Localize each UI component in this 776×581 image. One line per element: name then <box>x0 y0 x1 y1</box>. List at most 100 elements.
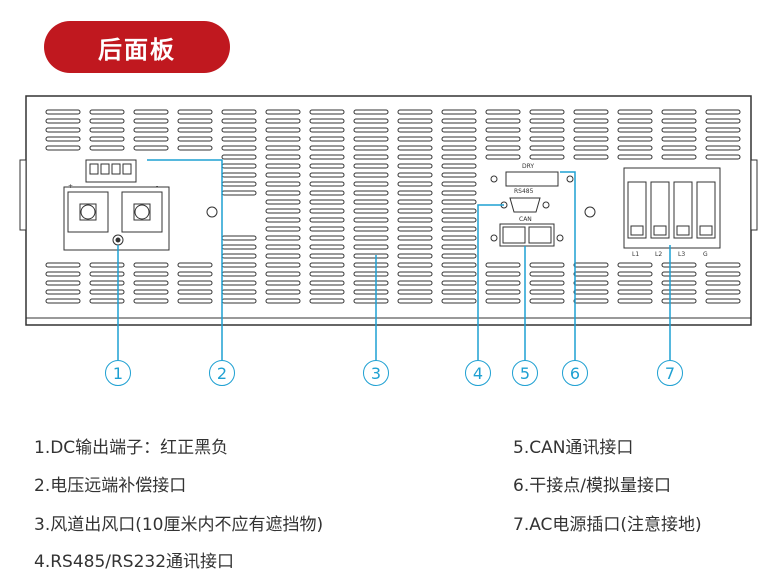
vent-slot <box>353 244 389 250</box>
vent-slot <box>573 109 609 115</box>
vent-slot <box>221 118 257 124</box>
vent-slot <box>397 244 433 250</box>
vent-slot <box>353 199 389 205</box>
vent-slot <box>353 127 389 133</box>
vent-slot <box>397 208 433 214</box>
vent-slot <box>265 235 301 241</box>
vent-slot <box>133 298 169 304</box>
vent-slot <box>617 109 653 115</box>
dc-plus-label: + <box>68 183 73 190</box>
vent-slot <box>485 136 521 142</box>
vent-slot <box>397 235 433 241</box>
vent-slots <box>45 109 741 304</box>
vent-slot <box>265 253 301 259</box>
can-label: CAN <box>519 216 532 223</box>
vent-slot <box>133 145 169 151</box>
vent-slot <box>353 208 389 214</box>
vent-slot <box>353 136 389 142</box>
callout-7: 7 <box>657 360 683 386</box>
vent-slot <box>45 118 81 124</box>
vent-slot <box>89 118 125 124</box>
page-title: 后面板 <box>98 35 176 64</box>
vent-slot <box>485 280 521 286</box>
vent-slot <box>705 118 741 124</box>
ac-terminal-label: L3 <box>678 251 685 258</box>
vent-slot <box>485 262 521 268</box>
vent-slot <box>133 289 169 295</box>
vent-slot <box>265 127 301 133</box>
vent-slot <box>133 262 169 268</box>
vent-slot <box>221 136 257 142</box>
vent-slot <box>89 136 125 142</box>
vent-slot <box>265 280 301 286</box>
vent-slot <box>265 271 301 277</box>
vent-slot <box>353 190 389 196</box>
vent-slot <box>45 136 81 142</box>
vent-slot <box>89 289 125 295</box>
vent-slot <box>573 127 609 133</box>
left-bracket <box>19 159 27 231</box>
vent-slot <box>89 298 125 304</box>
vent-slot <box>177 262 213 268</box>
leader-4 <box>477 204 504 360</box>
ac-terminal-label: L1 <box>632 251 639 258</box>
vent-slot <box>441 172 477 178</box>
legend-item-6: 6.干接点/模拟量接口 <box>513 476 671 496</box>
vent-slot <box>177 109 213 115</box>
vent-slot <box>309 298 345 304</box>
vent-slot <box>573 118 609 124</box>
vent-slot <box>309 118 345 124</box>
vent-slot <box>397 298 433 304</box>
vent-slot <box>397 253 433 259</box>
vent-slot <box>353 226 389 232</box>
vent-slot <box>221 154 257 160</box>
vent-slot <box>353 154 389 160</box>
vent-slot <box>441 154 477 160</box>
legend-item-1: 1.DC输出端子：红正黑负 <box>34 438 229 458</box>
vent-slot <box>89 271 125 277</box>
vent-slot <box>353 253 389 259</box>
vent-slot <box>309 262 345 268</box>
dc-output-terminal <box>63 159 170 251</box>
vent-slot <box>265 190 301 196</box>
legend-item-4: 4.RS485/RS232通讯接口 <box>34 552 235 572</box>
vent-slot <box>485 127 521 133</box>
vent-slot <box>309 163 345 169</box>
vent-slot <box>177 271 213 277</box>
vent-slot <box>397 163 433 169</box>
callout-2: 2 <box>209 360 235 386</box>
vent-slot <box>221 127 257 133</box>
vent-slot <box>705 154 741 160</box>
legend-item-5: 5.CAN通讯接口 <box>513 438 634 458</box>
vent-slot <box>529 136 565 142</box>
vent-slot <box>89 262 125 268</box>
vent-slot <box>133 136 169 142</box>
vent-slot <box>309 226 345 232</box>
vent-slot <box>441 118 477 124</box>
leader-6 <box>560 171 576 360</box>
vent-slot <box>265 298 301 304</box>
vent-slot <box>89 280 125 286</box>
vent-slot <box>529 262 565 268</box>
vent-slot <box>705 271 741 277</box>
vent-slot <box>661 154 697 160</box>
vent-slot <box>177 127 213 133</box>
vent-slot <box>529 109 565 115</box>
vent-slot <box>397 181 433 187</box>
vent-slot <box>265 145 301 151</box>
vent-slot <box>441 163 477 169</box>
vent-slot <box>45 109 81 115</box>
vent-slot <box>177 145 213 151</box>
ac-terminal-label: G <box>703 251 708 258</box>
vent-slot <box>45 298 81 304</box>
vent-slot <box>529 280 565 286</box>
vent-slot <box>353 109 389 115</box>
vent-slot <box>397 145 433 151</box>
vent-slot <box>705 136 741 142</box>
vent-slot <box>441 262 477 268</box>
vent-slot <box>617 271 653 277</box>
vent-slot <box>177 298 213 304</box>
vent-slot <box>265 109 301 115</box>
vent-slot <box>661 136 697 142</box>
